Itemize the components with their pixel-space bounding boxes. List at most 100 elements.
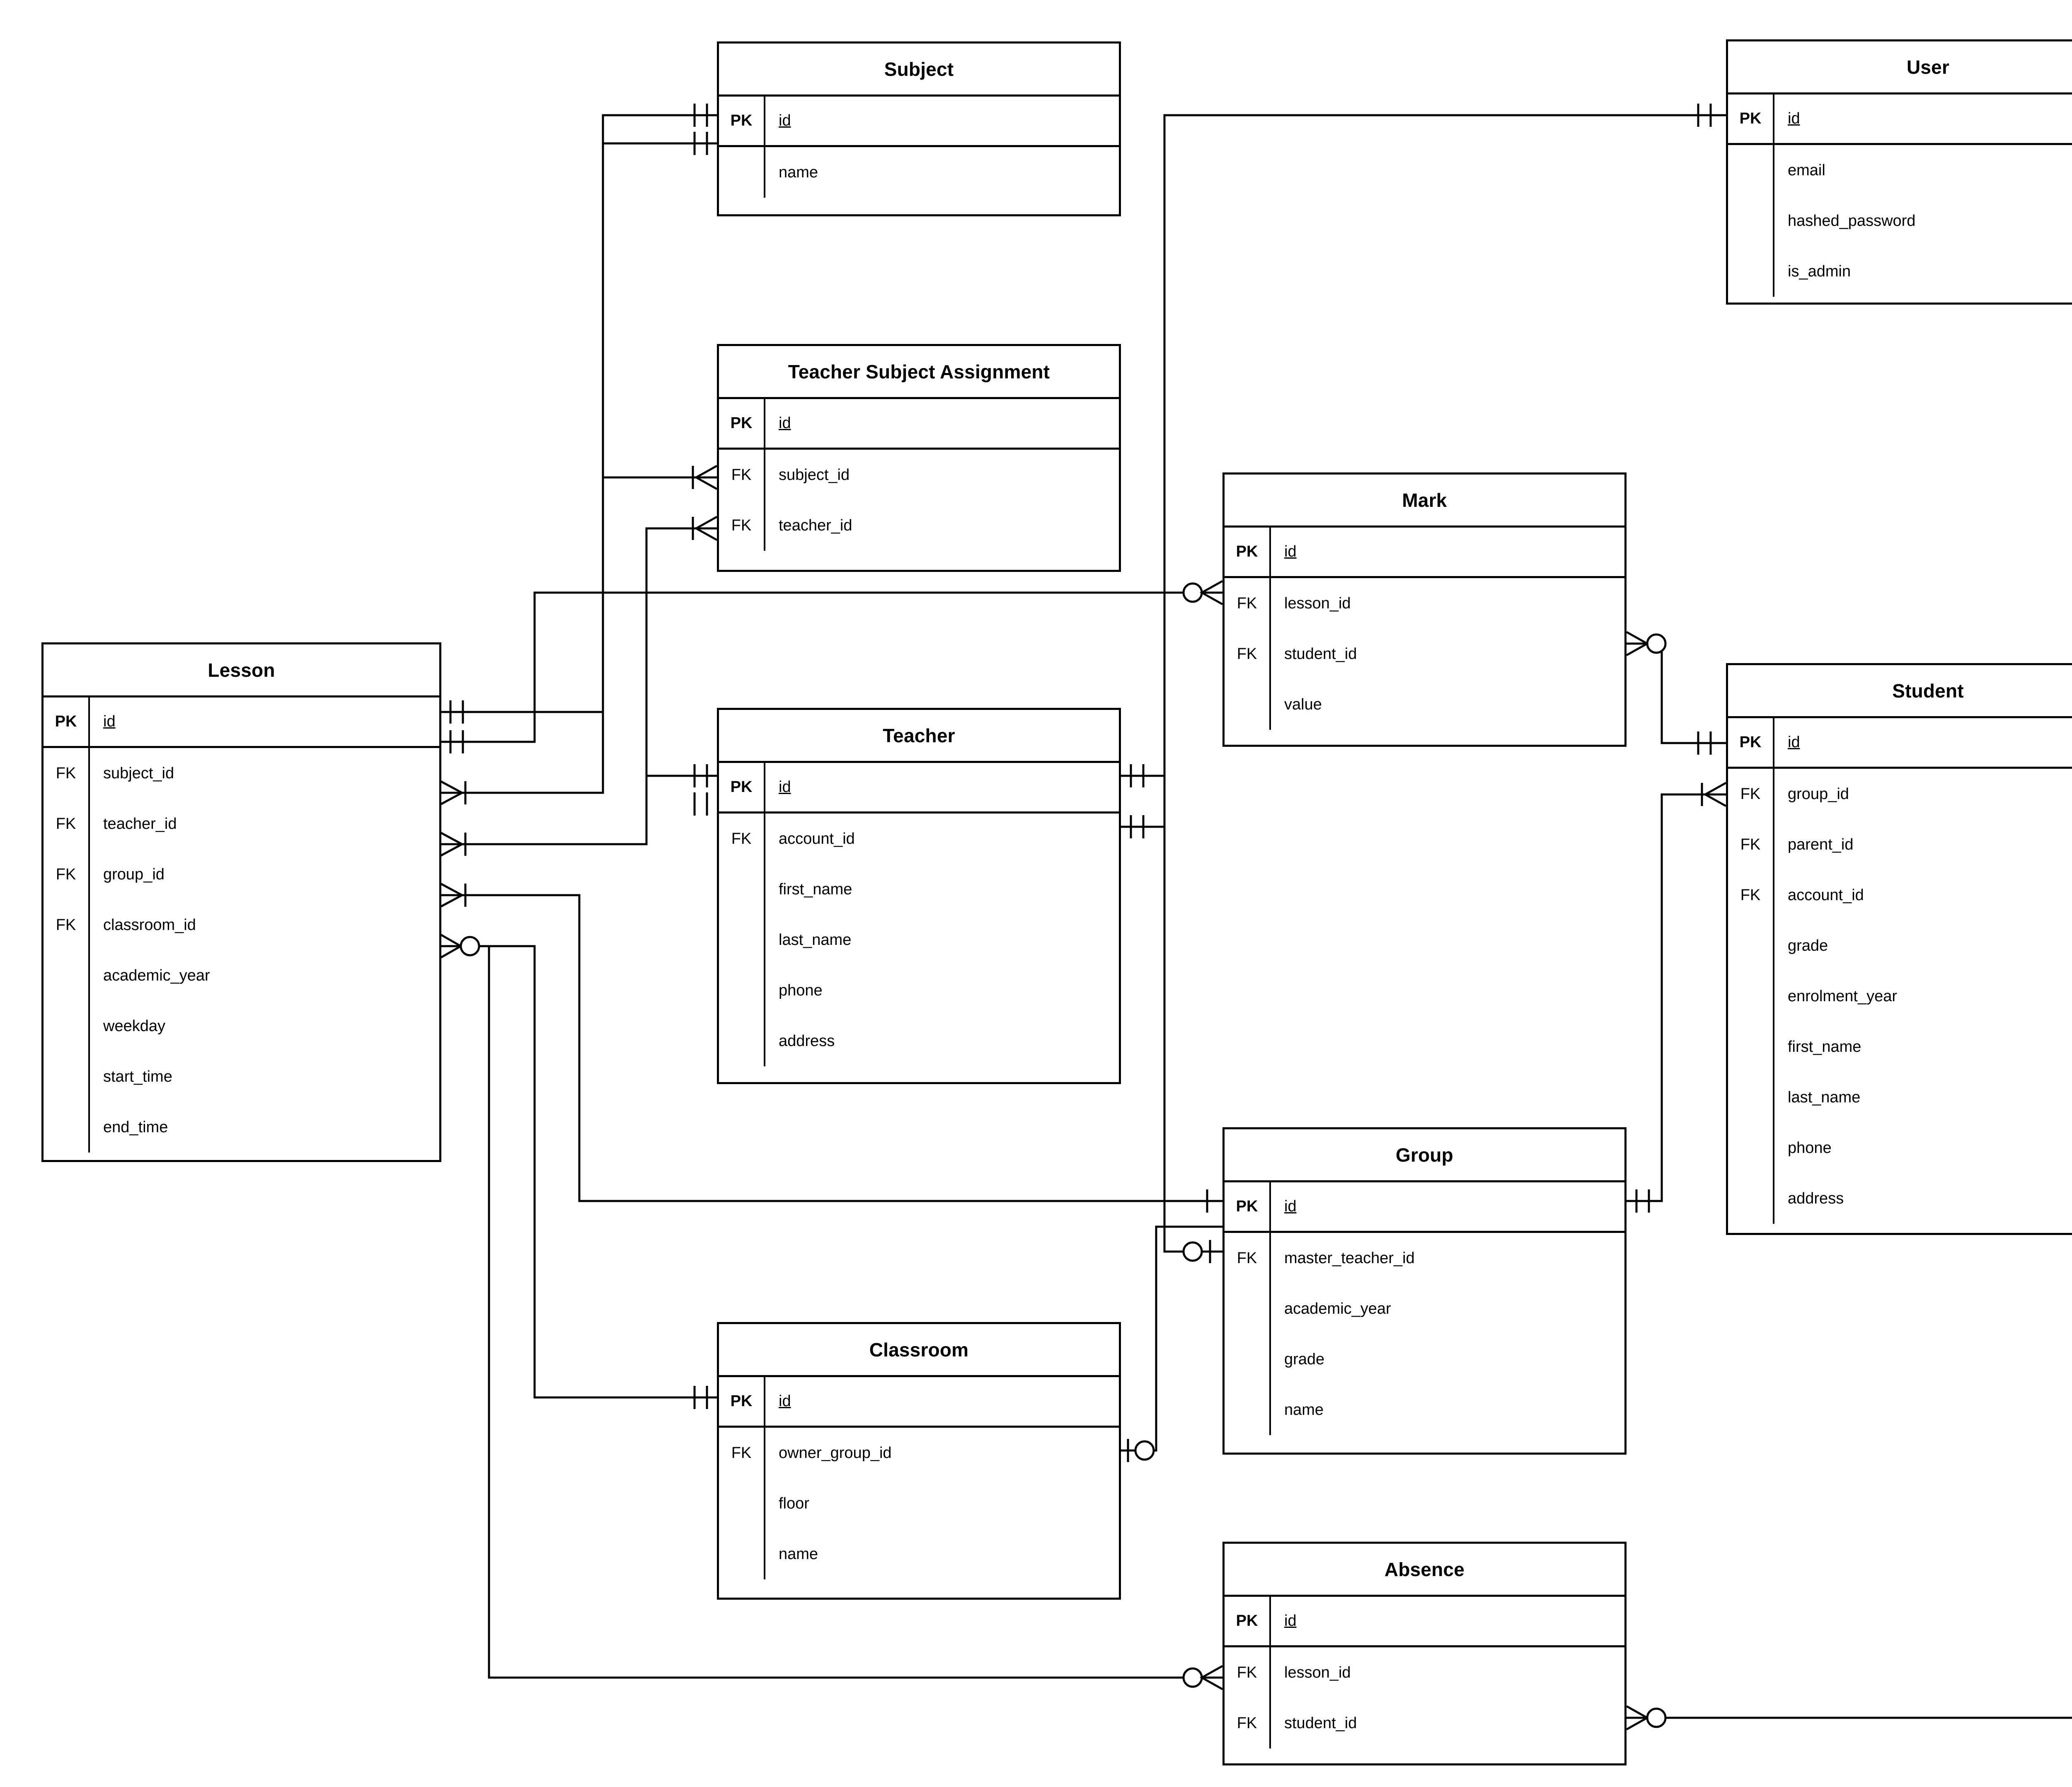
field-name: grade xyxy=(1773,920,2072,971)
pk-field-name: id xyxy=(764,1377,1119,1426)
field-key xyxy=(1728,920,1773,971)
field-name: name xyxy=(1269,1385,1624,1435)
entity-student[interactable]: Student PK id FK group_id FK parent_id F… xyxy=(1726,663,2072,1235)
field-name: academic_year xyxy=(1269,1283,1624,1334)
entity-classroom[interactable]: Classroom PK id FK owner_group_id floor … xyxy=(717,1322,1121,1600)
entity-pk-row: PK id xyxy=(719,97,1119,147)
field-name: teacher_id xyxy=(764,500,1119,551)
entity-fields: name xyxy=(719,147,1119,208)
field-key xyxy=(719,147,764,198)
entity-user[interactable]: User PK id email hashed_password is_admi… xyxy=(1726,39,2072,305)
entity-pk-row: PK id xyxy=(719,399,1119,450)
pk-field-name: id xyxy=(1269,1182,1624,1231)
field-row: start_time xyxy=(44,1051,439,1102)
wire-teacher-group xyxy=(1121,775,1222,1253)
pk-field-name: id xyxy=(1269,528,1624,576)
marker-bar-crow-tsa-subject xyxy=(692,465,718,490)
marker-crow-circle-mark-student xyxy=(1626,631,1667,656)
marker-bar-crow-student-group xyxy=(1701,782,1727,807)
field-name: owner_group_id xyxy=(764,1428,1119,1478)
field-key: FK xyxy=(56,815,76,833)
field-row: FK teacher_id xyxy=(44,799,439,849)
pk-field-name: id xyxy=(88,697,439,746)
field-name: name xyxy=(764,1529,1119,1579)
wire-lesson-group xyxy=(441,894,1222,1202)
field-key: FK xyxy=(1237,1249,1257,1267)
entity-group[interactable]: Group PK id FK master_teacher_id academi… xyxy=(1222,1127,1627,1455)
marker-circle-bar-group-master xyxy=(1182,1240,1211,1263)
marker-crow-lesson-subject xyxy=(440,780,467,806)
field-row: FK account_id xyxy=(1728,870,2072,920)
field-row: FK owner_group_id xyxy=(719,1428,1119,1478)
field-key xyxy=(1728,1123,1773,1173)
pk-label: PK xyxy=(730,1392,753,1410)
entity-absence[interactable]: Absence PK id FK lesson_id FK student_id xyxy=(1222,1542,1627,1765)
field-row: address xyxy=(1728,1173,2072,1224)
entity-title: Teacher Subject Assignment xyxy=(719,346,1119,399)
field-row: last_name xyxy=(1728,1072,2072,1123)
field-name: hashed_password xyxy=(1773,196,2072,246)
field-row: phone xyxy=(1728,1123,2072,1173)
entity-subject[interactable]: Subject PK id name xyxy=(717,41,1121,216)
entity-pk-row: PK id xyxy=(1728,718,2072,769)
field-name: first_name xyxy=(1773,1022,2072,1072)
entity-fields: FK account_id first_name last_name phone… xyxy=(719,814,1119,1077)
field-name: end_time xyxy=(88,1102,439,1153)
marker-crow-lesson-group xyxy=(440,882,467,908)
field-name: email xyxy=(1773,145,2072,196)
marker-one-one-lesson-id-a xyxy=(449,700,464,724)
wire-lesson-subject-2 xyxy=(441,142,717,794)
field-name: parent_id xyxy=(1773,819,2072,870)
field-row: FK lesson_id xyxy=(1225,578,1624,629)
field-name: name xyxy=(764,147,1119,198)
field-row: FK account_id xyxy=(719,814,1119,864)
field-name: last_name xyxy=(1773,1072,2072,1123)
wire-student-absence xyxy=(1627,1717,2072,1719)
field-key xyxy=(1728,145,1773,196)
entity-mark[interactable]: Mark PK id FK lesson_id FK student_id va… xyxy=(1222,472,1627,747)
field-row: grade xyxy=(1728,920,2072,971)
field-key: FK xyxy=(56,764,76,782)
field-name: account_id xyxy=(764,814,1119,864)
field-name: is_admin xyxy=(1773,246,2072,297)
field-row: email xyxy=(1728,145,2072,196)
field-key xyxy=(719,1478,764,1529)
field-name: lesson_id xyxy=(1269,578,1624,629)
pk-label: PK xyxy=(55,713,77,730)
marker-one-one-subject-a xyxy=(693,104,708,127)
wire-lesson-teacher xyxy=(441,775,717,845)
field-key: FK xyxy=(1237,1714,1257,1732)
wire-classroom-group xyxy=(1121,1225,1222,1452)
field-key: FK xyxy=(1740,785,1761,803)
field-row: FK subject_id xyxy=(719,450,1119,500)
field-row: FK teacher_id xyxy=(719,500,1119,551)
field-row: FK lesson_id xyxy=(1225,1647,1624,1698)
pk-label: PK xyxy=(730,112,753,129)
entity-title: Subject xyxy=(719,44,1119,97)
field-key xyxy=(719,1529,764,1579)
entity-teacher[interactable]: Teacher PK id FK account_id first_name l… xyxy=(717,708,1121,1084)
field-row: FK student_id xyxy=(1225,629,1624,679)
marker-one-one-teacher-left-b xyxy=(693,792,708,816)
field-key xyxy=(1728,1173,1773,1224)
entity-fields: FK master_teacher_id academic_year grade… xyxy=(1225,1233,1624,1446)
entity-pk-row: PK id xyxy=(1225,1597,1624,1647)
pk-field-name: id xyxy=(764,399,1119,448)
entity-title: Teacher xyxy=(719,710,1119,763)
entity-lesson[interactable]: Lesson PK id FK subject_id FK teacher_id… xyxy=(41,642,441,1162)
entity-teacher-subject-assignment[interactable]: Teacher Subject Assignment PK id FK subj… xyxy=(717,344,1121,572)
field-name: floor xyxy=(764,1478,1119,1529)
field-name: lesson_id xyxy=(1269,1647,1624,1698)
entity-fields: FK lesson_id FK student_id value xyxy=(1225,578,1624,741)
field-name: subject_id xyxy=(764,450,1119,500)
field-name: weekday xyxy=(88,1001,439,1051)
field-name: classroom_id xyxy=(88,900,439,950)
wire-lesson-mark xyxy=(441,591,1222,743)
entity-title: Lesson xyxy=(44,644,439,697)
field-key xyxy=(1225,1334,1269,1385)
field-key: FK xyxy=(731,516,752,534)
field-row: FK student_id xyxy=(1225,1698,1624,1748)
field-row: enrolment_year xyxy=(1728,971,2072,1022)
field-key: FK xyxy=(56,865,76,883)
